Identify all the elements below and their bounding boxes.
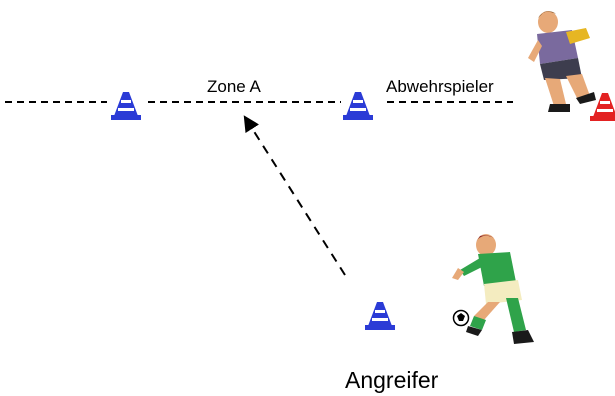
run-path-arrow	[243, 115, 346, 276]
attacker-label: Angreifer	[345, 367, 439, 393]
defender-label: Abwehrspieler	[386, 77, 494, 96]
soccer-player-icon	[528, 11, 596, 112]
traffic-cone-icon	[111, 92, 141, 120]
soccer-ball-icon	[452, 309, 470, 327]
traffic-cone-icon	[343, 92, 373, 120]
traffic-cone-icon	[590, 93, 615, 121]
soccer-player-icon	[452, 234, 534, 344]
traffic-cone-icon	[365, 302, 395, 330]
zone-label: Zone A	[207, 77, 261, 96]
